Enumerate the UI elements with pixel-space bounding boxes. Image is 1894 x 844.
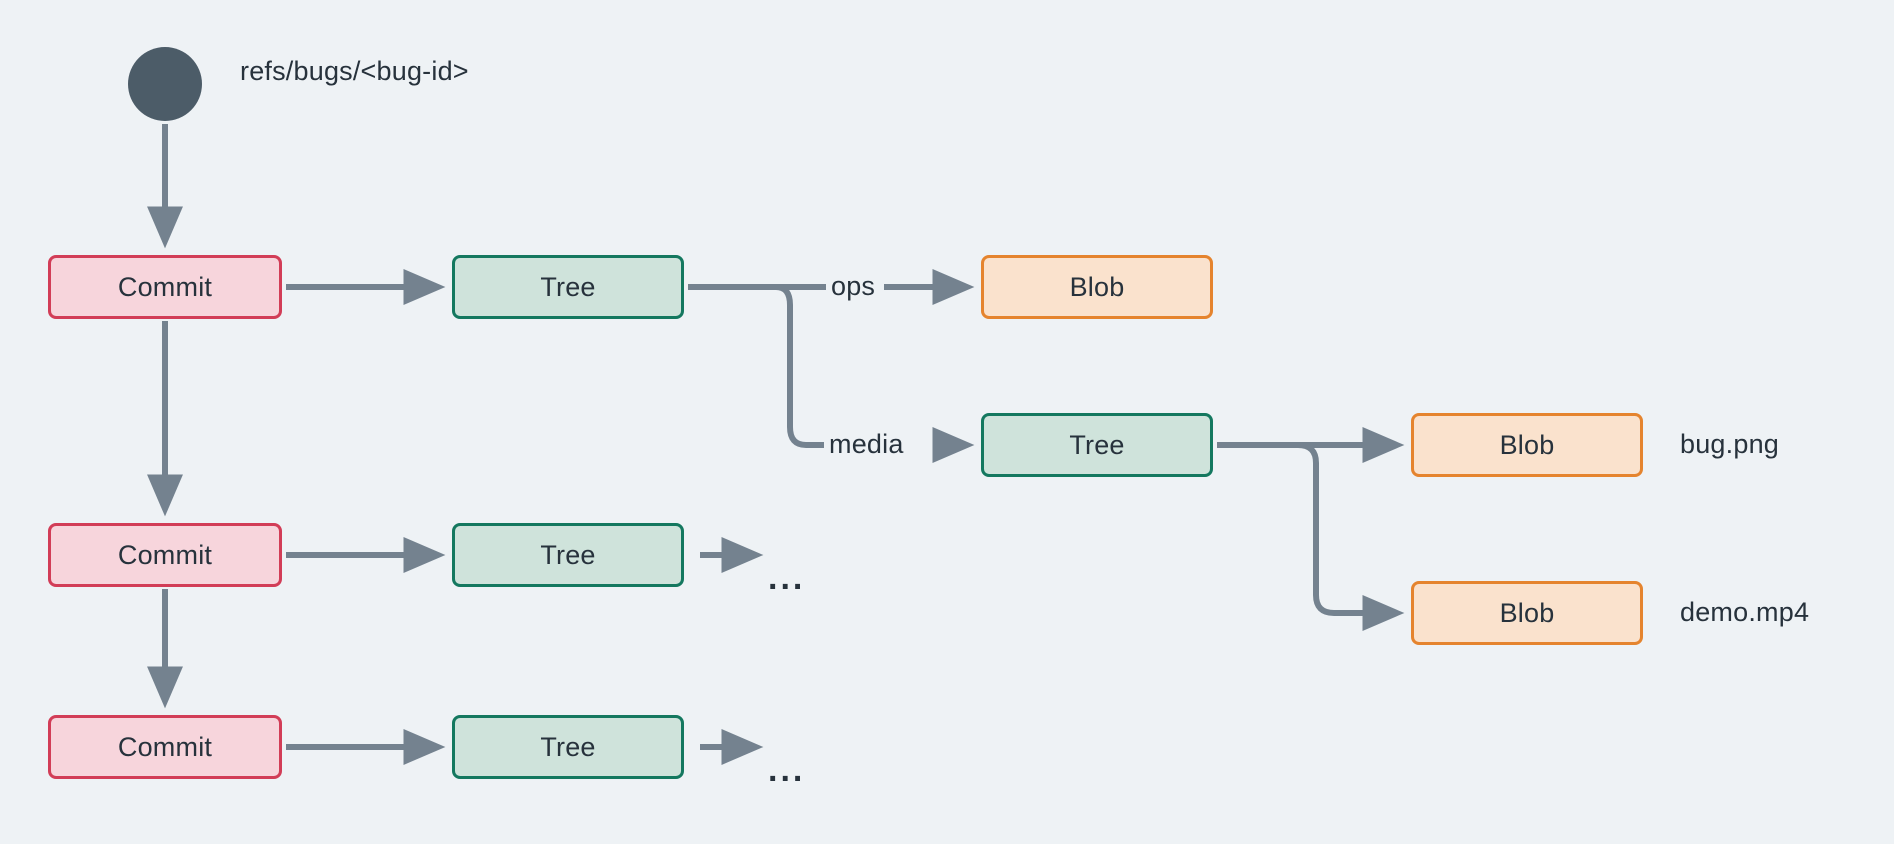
blob-node-demo-mp4[interactable]: Blob xyxy=(1411,581,1643,645)
edge-label-media: media xyxy=(824,429,909,460)
blob-node-ops[interactable]: Blob xyxy=(981,255,1213,319)
commit-node-2[interactable]: Commit xyxy=(48,523,282,587)
ref-name-label: refs/bugs/<bug-id> xyxy=(240,56,469,86)
edge-tree1-to-media-stub xyxy=(773,284,831,448)
blob-node-bug-png[interactable]: Blob xyxy=(1411,413,1643,477)
tree-node-2[interactable]: Tree xyxy=(452,523,684,587)
blob-filename-demo-mp4: demo.mp4 xyxy=(1680,597,1810,627)
commit-node-1[interactable]: Commit xyxy=(48,255,282,319)
commit-node-3[interactable]: Commit xyxy=(48,715,282,779)
edge-label-ops: ops xyxy=(826,271,881,302)
ellipsis-tree-2: ... xyxy=(768,559,806,597)
ref-root-node[interactable] xyxy=(128,47,202,121)
ellipsis-tree-3: ... xyxy=(768,751,806,789)
blob-filename-bug-png: bug.png xyxy=(1680,429,1779,459)
tree-node-media[interactable]: Tree xyxy=(981,413,1213,477)
tree-node-3[interactable]: Tree xyxy=(452,715,684,779)
edge-treemedia-to-blobmp4 xyxy=(1295,442,1405,631)
tree-node-1[interactable]: Tree xyxy=(452,255,684,319)
